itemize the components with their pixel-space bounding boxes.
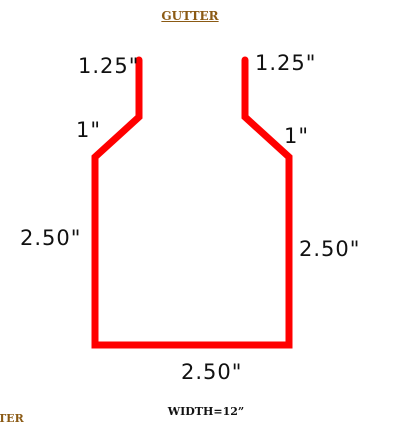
dimension-top-left-label: 1.25" [78, 54, 140, 78]
cropped-corner-text: TER [0, 412, 24, 425]
drawing-title: GUTTER [161, 9, 219, 23]
dimension-top-right-label: 1.25" [255, 51, 317, 75]
dimension-side-right-label: 2.50" [299, 237, 361, 261]
dimension-bottom-label: 2.50" [181, 360, 243, 384]
gutter-profile-line [91, 56, 293, 349]
dimension-side-left-label: 2.50" [20, 226, 82, 250]
dimension-diagonal-left-label: 1" [76, 118, 102, 142]
width-note: WIDTH=12” [167, 405, 245, 418]
dimension-diagonal-right-label: 1" [284, 124, 310, 148]
